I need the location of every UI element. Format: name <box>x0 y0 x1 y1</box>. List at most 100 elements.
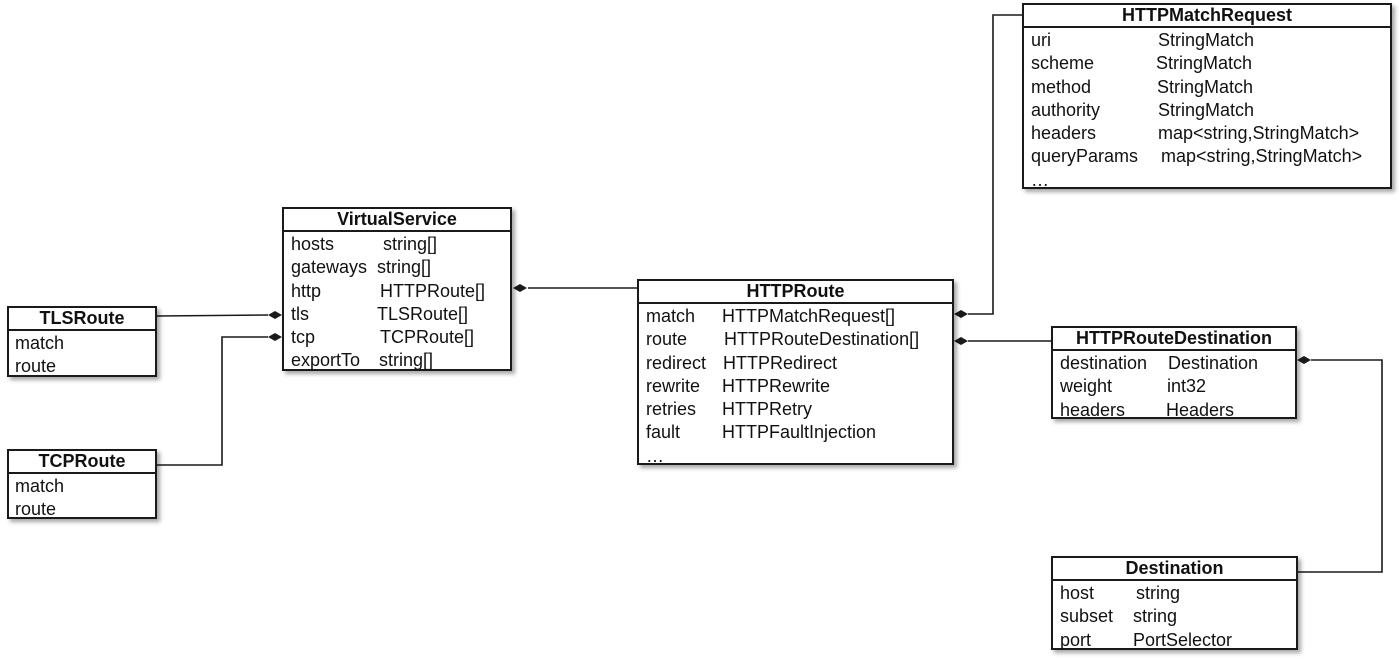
field-row: … <box>1024 169 1390 192</box>
field-type: string[] <box>379 350 434 371</box>
field-name: rewrite <box>646 375 701 396</box>
class-fields: host string subset string port PortSelec… <box>1053 581 1296 652</box>
field-type: HTTPFaultInjection <box>722 422 877 443</box>
field-row: hosts string[] <box>284 233 510 256</box>
field-row: uri StringMatch <box>1024 29 1390 52</box>
field-row: exportTo string[] <box>284 349 510 372</box>
composition-diamond-destination <box>1297 356 1311 364</box>
field-name: port <box>1060 629 1092 650</box>
field-name: route <box>15 356 57 377</box>
field-row: authority StringMatch <box>1024 99 1390 122</box>
field-row: method StringMatch <box>1024 76 1390 99</box>
field-type: int32 <box>1167 376 1207 397</box>
field-row: host string <box>1053 582 1296 605</box>
field-type: HTTPRewrite <box>722 375 831 396</box>
field-row: redirect HTTPRedirect <box>639 352 952 375</box>
field-row: fault HTTPFaultInjection <box>639 421 952 444</box>
field-type: StringMatch <box>1156 53 1253 74</box>
class-box-virtualservice: VirtualService hosts string[] gateways s… <box>282 207 512 371</box>
field-type: HTTPRedirect <box>723 352 838 373</box>
class-box-httproute: HTTPRoute match HTTPMatchRequest[] route… <box>637 279 954 468</box>
field-name: subset <box>1060 606 1114 627</box>
field-row: retries HTTPRetry <box>639 398 952 421</box>
connector-tcproute-virtualservice <box>157 336 268 466</box>
composition-diamond-tls <box>268 311 282 319</box>
field-row: match <box>9 475 155 498</box>
field-name: scheme <box>1031 53 1095 74</box>
field-name: match <box>15 476 65 496</box>
class-title: HTTPRouteDestination <box>1053 328 1295 351</box>
field-type: HTTPRoute[] <box>380 280 486 301</box>
field-row: port PortSelector <box>1053 629 1296 652</box>
field-type: HTTPMatchRequest[] <box>722 306 896 326</box>
field-name: headers <box>1060 399 1126 420</box>
field-name: headers <box>1031 123 1097 144</box>
field-name: method <box>1031 76 1092 97</box>
connector-destination-httproutedestination <box>1298 359 1383 573</box>
field-name: … <box>1031 169 1049 190</box>
field-name: match <box>646 306 696 326</box>
field-type: StringMatch <box>1158 30 1255 50</box>
field-type: string[] <box>383 234 438 254</box>
field-row: … <box>639 445 952 468</box>
field-row: route <box>9 498 155 521</box>
field-row: queryParams map<string,StringMatch> <box>1024 145 1390 168</box>
field-name: http <box>291 280 322 301</box>
field-row: route HTTPRouteDestination[] <box>639 328 952 351</box>
field-row: destination Destination <box>1053 352 1295 375</box>
field-name: host <box>1060 583 1095 603</box>
field-row: rewrite HTTPRewrite <box>639 375 952 398</box>
field-row: tls TLSRoute[] <box>284 303 510 326</box>
field-row: weight int32 <box>1053 375 1295 398</box>
class-fields: hosts string[] gateways string[] http HT… <box>284 232 510 373</box>
connector-httpmatchrequest-httproute <box>968 14 1022 315</box>
class-title: HTTPMatchRequest <box>1024 5 1390 28</box>
field-name: authority <box>1031 99 1101 120</box>
field-name: queryParams <box>1031 146 1139 167</box>
class-title: Destination <box>1053 558 1296 581</box>
class-box-destination: Destination host string subset string po… <box>1051 556 1298 650</box>
class-box-tcproute: TCPRoute match route <box>7 449 157 519</box>
field-row: http HTTPRoute[] <box>284 280 510 303</box>
field-type: StringMatch <box>1157 76 1254 97</box>
connector-tlsroute-virtualservice <box>156 314 269 317</box>
class-box-httproutedestination: HTTPRouteDestination destination Destina… <box>1051 326 1297 422</box>
field-name: redirect <box>646 352 707 373</box>
field-name: gateways <box>291 257 368 278</box>
field-name: destination <box>1060 353 1148 373</box>
composition-diamond-route <box>954 337 968 345</box>
field-name: fault <box>646 422 681 443</box>
field-row: match <box>9 332 155 355</box>
field-name: tcp <box>291 327 316 348</box>
composition-diamond-match <box>954 310 968 318</box>
field-type: TLSRoute[] <box>377 303 469 324</box>
class-fields: match route <box>9 331 155 379</box>
field-name: retries <box>646 399 697 420</box>
composition-diamond-http <box>513 284 527 292</box>
class-title: VirtualService <box>284 209 510 232</box>
class-box-tlsroute: TLSRoute match route <box>7 306 157 377</box>
field-type: string <box>1136 583 1181 603</box>
field-row: route <box>9 355 155 378</box>
field-name: match <box>15 333 65 353</box>
class-title: TLSRoute <box>9 308 155 331</box>
class-title: HTTPRoute <box>639 281 952 304</box>
field-row: subset string <box>1053 605 1296 628</box>
field-type: HTTPRetry <box>722 399 812 420</box>
field-type: string[] <box>377 257 432 278</box>
field-type: TCPRoute[] <box>380 327 475 348</box>
field-row: match HTTPMatchRequest[] <box>639 305 952 328</box>
field-name: weight <box>1060 376 1113 397</box>
field-row: headers Headers <box>1053 399 1295 422</box>
field-type: Headers <box>1166 399 1235 420</box>
class-fields: destination Destination weight int32 hea… <box>1053 351 1295 422</box>
field-type: PortSelector <box>1133 629 1233 650</box>
field-name: … <box>646 445 664 466</box>
class-fields: match route <box>9 474 155 522</box>
field-type: StringMatch <box>1158 99 1255 120</box>
field-row: scheme StringMatch <box>1024 52 1390 75</box>
composition-diamond-tcp <box>268 333 282 341</box>
field-type: map<string,StringMatch> <box>1158 123 1360 144</box>
